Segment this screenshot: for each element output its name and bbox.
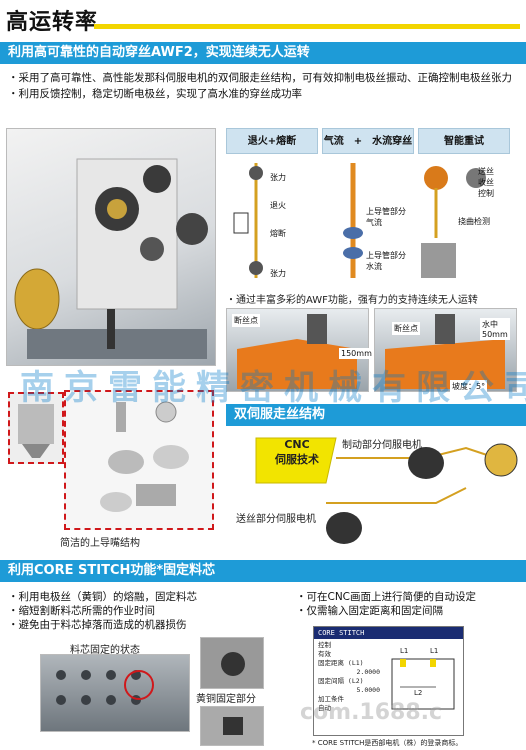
cs-row: 2.0000: [356, 668, 380, 676]
tab-air-water: 气流 + 水流穿丝: [322, 128, 414, 154]
tab-smart-retry: 智能重试: [418, 128, 510, 154]
section-banner-core-stitch: 利用CORE STITCH功能*固定料芯: [0, 560, 526, 582]
section-banner-dual-servo: 双伺服走丝结构: [226, 404, 526, 426]
break-photo-1-graphic: [237, 314, 357, 389]
bullet-item: ・缩短割断料芯所需的作业时间: [8, 605, 155, 617]
dual-servo-diagram: CNC 伺服技术 制动部分伺服电机 送丝部分伺服电机: [226, 428, 521, 556]
cs-panel-fields: 控制 有效 固定距离 (L1) 2.0000 固定间隔 (L2) 5.0000 …: [314, 639, 384, 729]
core-stitch-footnote: * CORE STITCH是西部电机（株）的登录商标。: [312, 739, 463, 747]
section1-bullets: ・采用了高可靠性、高性能发那科伺服电机的双伺服走丝结构，可有效抑制电极丝振动、正…: [8, 70, 523, 102]
core-detail-2-graphic: [223, 717, 243, 735]
label-break-point-2: 断丝点: [392, 322, 420, 335]
cs-l2-label: L2: [414, 689, 423, 697]
cs-diagram-graphic: [391, 658, 455, 710]
company-watermark: 南京雷能精密机械有限公司: [20, 368, 526, 408]
cs-l1-label-right: L1: [430, 647, 439, 655]
cs-l1-label: L1: [400, 647, 409, 655]
nozzle-graphic: [18, 404, 54, 458]
cs-row: 5.0000: [356, 686, 380, 694]
cs-row: 加工条件: [318, 695, 344, 703]
label-150mm: 150mm: [339, 348, 374, 359]
awf-diagram-graphic: [233, 163, 486, 278]
awf-caption: ・通过丰富多彩的AWF功能，强有力的支持连续无人运转: [226, 295, 478, 306]
core-state-label: 料芯固定的状态: [70, 645, 140, 656]
core-plate-graphic: [56, 670, 154, 705]
label-tension-bottom: 张力: [270, 269, 286, 278]
label-break-point-1: 断丝点: [232, 314, 260, 327]
section-banner-awf2: 利用高可靠性的自动穿丝AWF2，实现连续无人运转: [0, 42, 526, 64]
page-title: 高运转率: [6, 10, 99, 35]
title-underline: [94, 24, 520, 29]
core-detail-1-graphic: [221, 652, 245, 676]
bullet-item: ・可在CNC画面上进行简便的自动设定: [296, 591, 477, 603]
tab-anneal-fuse: 退火+熔断: [226, 128, 318, 154]
site-watermark: com.1688.c: [300, 700, 443, 725]
control-motor-label: 制动部分伺服电机: [342, 440, 422, 451]
bullet-item: ・仅需输入固定距离和固定间隔: [296, 605, 443, 617]
cs-panel-title: CORE STITCH: [314, 627, 463, 639]
awf-diagrams: 张力 退火 熔断 张力 上导管部分 气流 上导管部分 水流 送丝 收丝 控制 挠…: [226, 158, 516, 286]
nozzle-parts-box: [64, 390, 214, 530]
label-upper-guide-water: 上导管部分 水流: [366, 251, 406, 271]
label-take-up: 送丝 收丝 控制: [478, 167, 494, 198]
core-detail-photo-2: [200, 706, 264, 746]
cs-row: 控制: [318, 641, 331, 649]
label-slope: 坡度：5°: [450, 380, 488, 393]
nozzle-caption: 简洁的上导嘴结构: [60, 538, 140, 549]
label-flex-detect: 挠曲检测: [458, 217, 490, 226]
core-stitch-bullets-right: ・可在CNC画面上进行简便的自动设定 ・仅需输入固定距离和固定间隔: [296, 590, 522, 618]
cs-row: 固定间隔 (L2): [318, 677, 364, 685]
machine-illustration: [14, 158, 208, 359]
dual-servo-graphic: [255, 437, 518, 544]
label-tension-top: 张力: [270, 173, 286, 182]
label-fuse: 熔断: [270, 229, 286, 238]
core-detail-photo-1: [200, 637, 264, 689]
bullet-item: ・利用电极丝（黄铜）的熔融，固定料芯: [8, 591, 197, 603]
bullet-item: ・采用了高可靠性、高性能发那科伺服电机的双伺服走丝结构，可有效抑制电极丝振动、正…: [8, 72, 512, 84]
feed-motor-label: 送丝部分伺服电机: [236, 514, 316, 525]
bullet-item: ・避免由于料芯掉落而造成的机器损伤: [8, 619, 187, 631]
label-underwater-50mm: 水中 50mm: [480, 318, 510, 340]
core-plate-photo: [40, 654, 190, 732]
nozzle-highlight-box: [8, 392, 64, 464]
awf-machine-photo: [6, 128, 216, 366]
nozzle-parts-graphic: [100, 401, 189, 512]
label-anneal: 退火: [270, 201, 286, 210]
cnc-servo-label: CNC 伺服技术: [275, 438, 319, 466]
label-upper-guide-air: 上导管部分 气流: [366, 207, 406, 227]
core-stitch-cnc-screen: CORE STITCH 控制 有效 固定距离 (L1) 2.0000 固定间隔 …: [313, 626, 464, 736]
bullet-item: ・利用反馈控制，稳定切断电极丝，实现了高水准的穿丝成功率: [8, 88, 302, 100]
cs-row: 自动: [318, 704, 331, 712]
cs-panel-diagram: L1 L1 L2: [384, 639, 462, 729]
break-photo-2-graphic: [385, 314, 505, 389]
core-stitch-bullets-left: ・利用电极丝（黄铜）的熔融，固定料芯 ・缩短割断料芯所需的作业时间 ・避免由于料…: [8, 590, 278, 632]
cs-row: 固定距离 (L1): [318, 659, 364, 667]
brass-fix-label: 黄铜固定部分: [196, 694, 256, 705]
cs-row: 有效: [318, 650, 331, 658]
